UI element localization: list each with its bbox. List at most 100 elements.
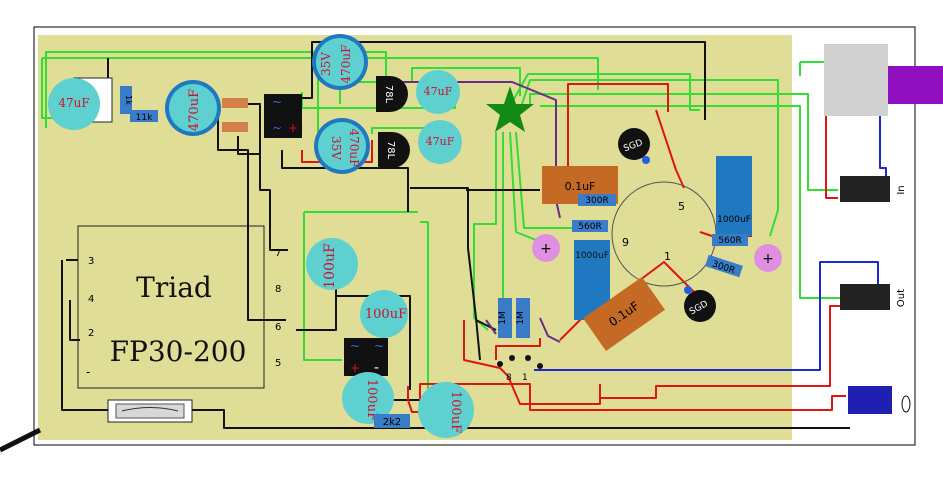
cap-label: 1000uF xyxy=(717,215,751,225)
resistor-label: 1M xyxy=(516,311,526,325)
mosfet-bottom: SGD xyxy=(684,286,716,322)
resistor-560r-left: 560R xyxy=(572,220,608,232)
purple-wire xyxy=(539,317,561,343)
red-wire xyxy=(407,383,846,413)
circuit-board xyxy=(38,35,792,440)
resistor-label: 11k xyxy=(136,113,153,123)
switch-pin-label: 8 xyxy=(506,373,512,383)
cap-label: 47uF xyxy=(426,135,455,148)
bridge-symbol: - xyxy=(374,360,379,376)
bridge-rectifier-bottom: ~ ~ + - xyxy=(344,338,388,376)
resistor-1m-b: 1M xyxy=(516,298,530,338)
resistor-1m-a: 1M xyxy=(498,298,512,338)
bridge-symbol: ~ xyxy=(374,339,384,353)
transformer-pin-label: 7 xyxy=(275,248,281,259)
transformer-pin-label: 6 xyxy=(275,322,281,333)
fuse-glass xyxy=(115,403,185,419)
transformer-pin-label: 3 xyxy=(88,256,94,267)
black-wire xyxy=(300,41,706,120)
green-wire xyxy=(509,131,537,241)
socket-pin-label: 9 xyxy=(622,236,629,249)
jack-plug xyxy=(888,66,943,104)
cap-label: 1000uF xyxy=(575,251,609,261)
input-jack-rca xyxy=(824,44,943,116)
resistor-1k xyxy=(120,86,132,114)
bias-label: + xyxy=(762,251,774,267)
capacitor-470uf-35v-b: 35V 470uF xyxy=(314,118,370,174)
resistor-300r-top: 300R xyxy=(578,194,616,206)
diode xyxy=(222,122,248,132)
power-jack xyxy=(848,386,911,414)
jack-label-out: Out xyxy=(896,289,907,307)
resistor-label: 560R xyxy=(718,236,741,246)
resistor-label: 2k2 xyxy=(383,417,402,428)
black-wire xyxy=(410,187,481,361)
bridge-body xyxy=(264,94,302,138)
bridge-symbol: + xyxy=(288,121,298,135)
resistor-2k2: 2k2 xyxy=(374,414,410,428)
black-wire xyxy=(336,295,411,390)
jack-in: In xyxy=(840,176,907,202)
resistor-11k xyxy=(130,110,158,122)
green-wire xyxy=(45,51,387,128)
transformer-pin-label: - xyxy=(86,365,90,379)
cap-voltage: 35V xyxy=(329,136,343,160)
input-block: 47uF 11k 1k xyxy=(48,77,158,130)
resistor-label: 560R xyxy=(578,222,601,232)
green-wire xyxy=(303,212,342,361)
bridge-symbol: ~ xyxy=(272,121,282,135)
resistor-label: 300R xyxy=(585,196,608,206)
transformer-brand: Triad xyxy=(136,271,212,304)
cap-label: 100uF xyxy=(448,391,463,433)
capacitor-100uf-b: 100uF xyxy=(360,290,408,338)
transformer-model: FP30-200 xyxy=(110,335,247,368)
bridge-rectifier-top: ~ ~ + xyxy=(264,94,302,138)
red-wire xyxy=(567,83,669,140)
bias-label: + xyxy=(540,241,552,257)
bridge-symbol: + xyxy=(350,361,360,375)
cap-voltage: 35V xyxy=(319,52,333,76)
cap-label: 100uF xyxy=(365,307,407,322)
transformer-pin-label: 4 xyxy=(88,294,94,305)
cap-label: 470uF xyxy=(339,45,353,84)
capacitor-47uf-r2: 47uF xyxy=(418,120,462,164)
black-wire xyxy=(190,409,850,429)
cap-label: 100uF xyxy=(322,243,338,289)
reservoir-cap-470: 470uF xyxy=(165,80,221,136)
transformer-pin-label: 2 xyxy=(88,328,94,339)
diode xyxy=(222,98,248,108)
green-wire xyxy=(509,73,700,111)
bridge-symbol: ~ xyxy=(272,95,282,109)
green-wire xyxy=(529,93,838,191)
cap-label: 470uF xyxy=(187,89,202,131)
capacitor-100uf-c: 100uF xyxy=(342,372,394,424)
regulator-78l-bottom: 78L xyxy=(378,132,410,168)
red-wire xyxy=(655,109,685,189)
regulator-label: 78L xyxy=(385,141,396,160)
cap-label: 470uF xyxy=(347,129,361,168)
resistor-label: 1M xyxy=(498,311,508,325)
film-capacitor-bottom: 0.1uF xyxy=(583,276,665,352)
bias-pot-left: + xyxy=(532,234,560,262)
purple-wire xyxy=(400,81,561,219)
black-wire xyxy=(69,300,80,341)
power-transformer: Triad FP30-200 3 4 2 - 7 8 6 5 xyxy=(77,225,281,389)
transformer-pin-label: 8 xyxy=(275,284,281,295)
regulator-label: 78L xyxy=(383,85,394,104)
bias-pot-right: + xyxy=(754,244,782,272)
black-wire xyxy=(217,104,286,321)
resistor-label: 1k xyxy=(124,95,133,105)
jack-out: Out xyxy=(840,284,907,310)
electrolytic-1000uf-right: 1000uF xyxy=(716,156,752,236)
purple-wire xyxy=(485,319,497,335)
green-wire xyxy=(515,131,576,229)
capacitor-47uf-left xyxy=(48,78,100,130)
resistor-560r-right: 560R xyxy=(712,234,748,246)
black-wire xyxy=(237,136,260,155)
capacitor-100uf-d: 100uF xyxy=(418,382,474,438)
red-wire xyxy=(495,338,541,360)
switch-pin-label: 1 xyxy=(522,373,528,383)
socket-pin-label: 1 xyxy=(664,250,671,263)
